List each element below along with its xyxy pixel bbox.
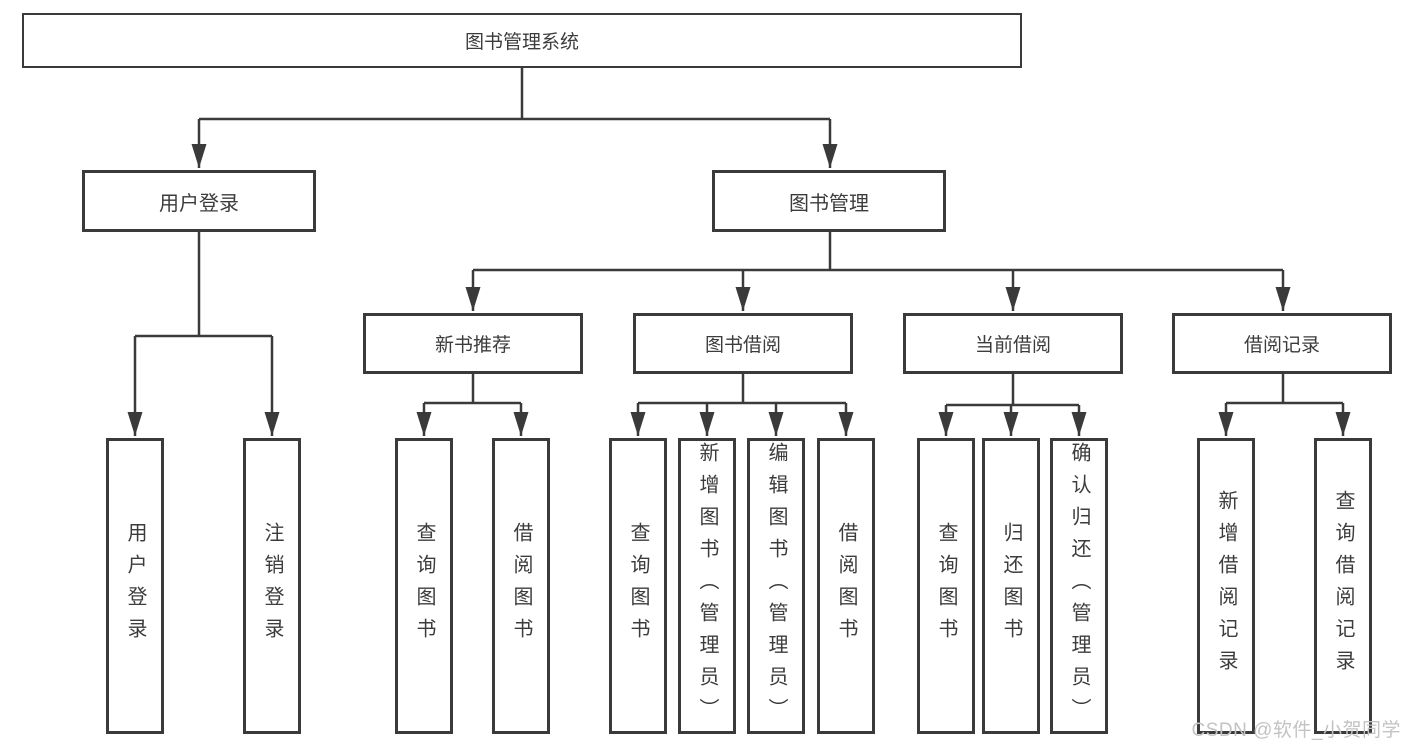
leaf-logout-label: 注销登录	[261, 522, 283, 650]
leaf-add-book-admin: 新增图书（管理员）	[678, 438, 736, 734]
leaf-add-book-admin-label: 新增图书（管理员）	[696, 442, 718, 730]
node-user-login-label: 用户登录	[159, 192, 239, 215]
node-book-borrow: 图书借阅	[633, 313, 853, 374]
leaf-add-borrow-record: 新增借阅记录	[1197, 438, 1255, 734]
leaf-return-book: 归还图书	[982, 438, 1040, 734]
leaf-query-books-current: 查询图书	[917, 438, 975, 734]
leaf-query-books-borrow-label: 查询图书	[627, 522, 649, 650]
leaf-query-borrow-record-label: 查询借阅记录	[1332, 490, 1354, 682]
node-root-label: 图书管理系统	[464, 32, 579, 53]
node-borrow-records-label: 借阅记录	[1243, 335, 1320, 356]
node-current-borrow: 当前借阅	[903, 313, 1123, 374]
node-book-management: 图书管理	[712, 170, 946, 232]
leaf-user-login-label: 用户登录	[124, 522, 146, 650]
leaf-query-books-recommend-label: 查询图书	[413, 522, 435, 650]
leaf-edit-book-admin: 编辑图书（管理员）	[747, 438, 805, 734]
leaf-query-borrow-record: 查询借阅记录	[1314, 438, 1372, 734]
leaf-query-books-recommend: 查询图书	[395, 438, 453, 734]
leaf-confirm-return-admin-label: 确认归还（管理员）	[1068, 442, 1090, 730]
leaf-user-login: 用户登录	[106, 438, 164, 734]
leaf-logout: 注销登录	[243, 438, 301, 734]
watermark: CSDN @软件_小贺同学	[1191, 720, 1401, 741]
leaf-add-borrow-record-label: 新增借阅记录	[1215, 490, 1237, 682]
node-root: 图书管理系统	[22, 13, 1022, 68]
node-borrow-records: 借阅记录	[1172, 313, 1392, 374]
node-new-book-recommend-label: 新书推荐	[434, 335, 511, 356]
node-current-borrow-label: 当前借阅	[974, 335, 1051, 356]
leaf-borrow-books-recommend: 借阅图书	[492, 438, 550, 734]
leaf-query-books-current-label: 查询图书	[935, 522, 957, 650]
leaf-confirm-return-admin: 确认归还（管理员）	[1050, 438, 1108, 734]
node-book-borrow-label: 图书借阅	[704, 335, 781, 356]
leaf-borrow-books-label: 借阅图书	[835, 522, 857, 650]
leaf-borrow-books-recommend-label: 借阅图书	[510, 522, 532, 650]
leaf-borrow-books: 借阅图书	[817, 438, 875, 734]
node-new-book-recommend: 新书推荐	[363, 313, 583, 374]
connector-arrows	[127, 119, 1351, 436]
leaf-edit-book-admin-label: 编辑图书（管理员）	[765, 442, 787, 730]
leaf-query-books-borrow: 查询图书	[609, 438, 667, 734]
leaf-return-book-label: 归还图书	[1000, 522, 1022, 650]
connector-trunks	[135, 68, 1343, 407]
node-user-login: 用户登录	[82, 170, 316, 232]
node-book-management-label: 图书管理	[789, 192, 869, 215]
